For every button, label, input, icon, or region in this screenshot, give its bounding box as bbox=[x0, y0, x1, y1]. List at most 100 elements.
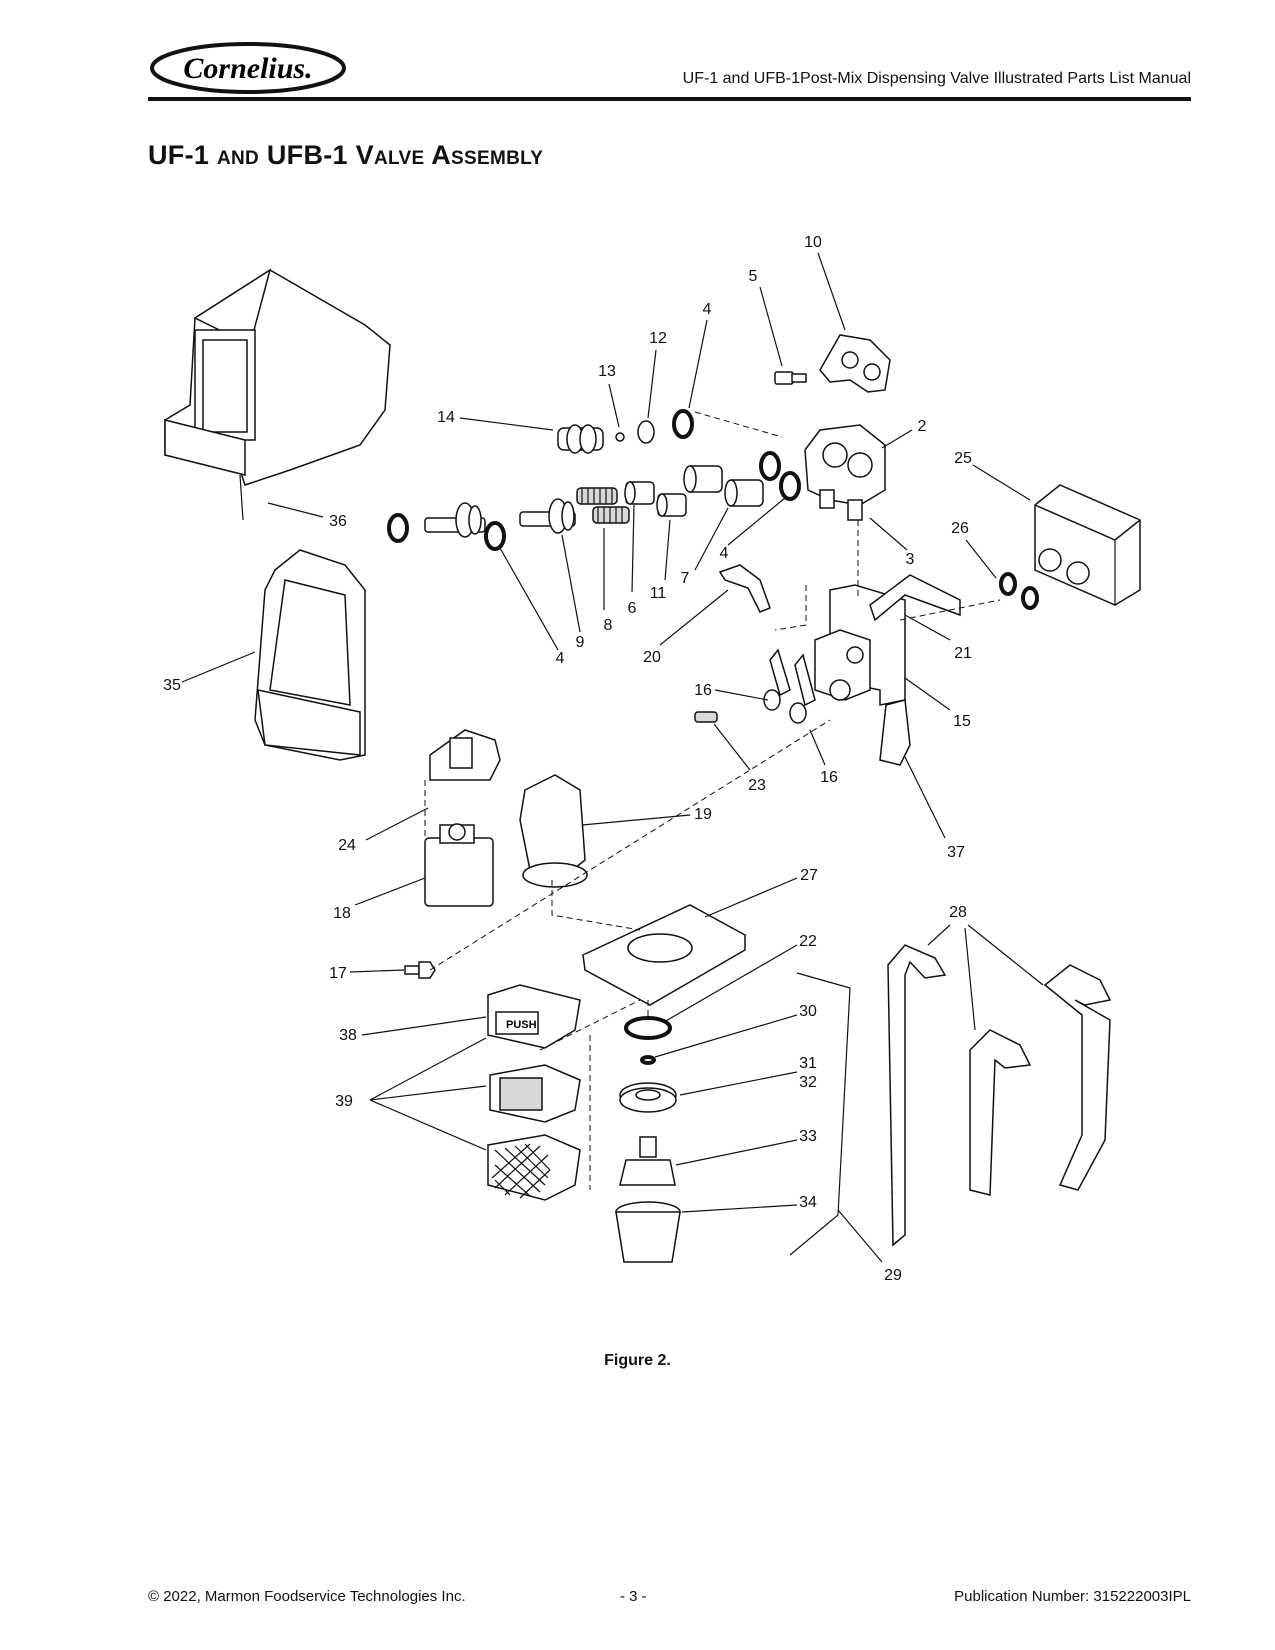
part-4-oring-r2 bbox=[779, 471, 801, 501]
footer-publication-number: Publication Number: 315222003IPL bbox=[954, 1588, 1191, 1605]
callout-34: 34 bbox=[799, 1194, 817, 1211]
part-35-front-panel bbox=[254, 549, 366, 761]
callout-9: 9 bbox=[576, 634, 585, 651]
part-39-panel-b bbox=[487, 1134, 581, 1201]
callout-27: 27 bbox=[800, 867, 818, 884]
part-6-sleeve bbox=[624, 481, 655, 505]
part-8-springs bbox=[576, 487, 630, 524]
assembly-line bbox=[899, 599, 1001, 621]
part-18-solenoid bbox=[424, 823, 494, 907]
part-28-lever-a bbox=[887, 944, 947, 1247]
callout-15: 15 bbox=[953, 713, 971, 730]
cornelius-logo: Cornelius. bbox=[148, 38, 353, 98]
callout-37: 37 bbox=[947, 844, 965, 861]
part-22-oring bbox=[624, 1016, 672, 1040]
part-27-tray bbox=[581, 904, 747, 1006]
callout-23: 23 bbox=[748, 777, 766, 794]
assembly-line bbox=[694, 411, 783, 438]
assembly-line bbox=[551, 880, 641, 931]
part-17-screw bbox=[404, 961, 436, 979]
part-4-oring-mid bbox=[484, 521, 506, 551]
callout-39: 39 bbox=[335, 1093, 353, 1110]
header-rule bbox=[148, 97, 1191, 101]
part-16-levers bbox=[763, 648, 816, 724]
part-36-cover bbox=[164, 268, 391, 521]
footer-page-number: - 3 - bbox=[620, 1588, 647, 1605]
part-34-nozzle bbox=[615, 1201, 681, 1263]
part-23-spring bbox=[694, 711, 718, 723]
callout-14: 14 bbox=[437, 409, 455, 426]
part-4-oring-left bbox=[387, 513, 409, 543]
callout-24: 24 bbox=[338, 837, 356, 854]
part-30-oring bbox=[640, 1055, 656, 1065]
callout-22: 22 bbox=[799, 933, 817, 950]
part-19-valve-base bbox=[519, 774, 588, 888]
part-24-solenoid-top bbox=[429, 729, 501, 781]
callout-26: 26 bbox=[951, 520, 969, 537]
part-13-ball bbox=[615, 432, 625, 442]
figure-caption: Figure 2. bbox=[604, 1352, 671, 1369]
callout-labels: 10 5 4 12 13 14 2 25 36 26 3 4 7 11 6 8 … bbox=[163, 234, 972, 1284]
part-shaft-left bbox=[424, 502, 486, 538]
part-25-block bbox=[1034, 484, 1141, 606]
part-26-oring-a bbox=[999, 572, 1017, 596]
callout-5: 5 bbox=[749, 268, 758, 285]
callout-10: 10 bbox=[804, 234, 822, 251]
callout-16-bottom: 16 bbox=[820, 769, 838, 786]
part-12-washer bbox=[637, 420, 655, 444]
part-26-oring-b bbox=[1021, 586, 1039, 610]
logo-text: Cornelius. bbox=[183, 52, 312, 85]
page-title: UF-1 and UFB-1 Valve Assembly bbox=[148, 140, 544, 170]
part-11-sleeve bbox=[656, 493, 687, 517]
callout-35: 35 bbox=[163, 677, 181, 694]
part-2-valve-body bbox=[804, 424, 886, 521]
callout-4-top: 4 bbox=[703, 301, 712, 318]
part-29-bracket bbox=[789, 972, 851, 1256]
part-4-oring-r1 bbox=[759, 451, 781, 481]
callout-33: 33 bbox=[799, 1128, 817, 1145]
callout-12: 12 bbox=[649, 330, 667, 347]
callout-36: 36 bbox=[329, 513, 347, 530]
callout-4-bottom: 4 bbox=[556, 650, 565, 667]
callout-29: 29 bbox=[884, 1267, 902, 1284]
callout-6: 6 bbox=[628, 600, 637, 617]
callout-17: 17 bbox=[329, 965, 347, 982]
callout-2: 2 bbox=[918, 418, 927, 435]
callout-20: 20 bbox=[643, 649, 661, 666]
callout-32: 32 bbox=[799, 1074, 817, 1091]
callout-11: 11 bbox=[650, 585, 667, 602]
part-38-push-panel: PUSH bbox=[487, 984, 581, 1049]
assembly-line bbox=[429, 719, 831, 971]
part-15-housing bbox=[814, 584, 906, 706]
part-31-32-diffuser bbox=[619, 1082, 677, 1113]
part-5-screw bbox=[774, 371, 807, 385]
callout-38: 38 bbox=[339, 1027, 357, 1044]
part-28-lever-c bbox=[1043, 964, 1112, 1191]
part-33-insert bbox=[619, 1136, 676, 1186]
callout-4-right: 4 bbox=[720, 545, 729, 562]
assembly-line bbox=[774, 585, 807, 631]
part-4-oring-top bbox=[672, 409, 694, 439]
part-21-bracket bbox=[869, 574, 961, 622]
part-39-panel-a bbox=[489, 1064, 581, 1123]
callout-16-top: 16 bbox=[694, 682, 712, 699]
leader-lines bbox=[181, 252, 1044, 1263]
callout-18: 18 bbox=[333, 905, 351, 922]
callout-21: 21 bbox=[954, 645, 972, 662]
assembly-line bbox=[539, 999, 641, 1051]
callout-25: 25 bbox=[954, 450, 972, 467]
callout-8: 8 bbox=[604, 617, 613, 634]
part-9-shaft bbox=[519, 498, 576, 534]
part-14-stem bbox=[557, 424, 604, 454]
part-37-clip bbox=[879, 699, 911, 766]
push-label: PUSH bbox=[506, 1019, 537, 1031]
part-7-sleeve bbox=[683, 465, 764, 507]
callout-19: 19 bbox=[694, 806, 712, 823]
header-title: UF-1 and UFB-1Post-Mix Dispensing Valve … bbox=[682, 70, 1191, 87]
callout-31: 31 bbox=[799, 1055, 817, 1072]
part-28-lever-b bbox=[969, 1029, 1032, 1196]
callout-30: 30 bbox=[799, 1003, 817, 1020]
footer-copyright: © 2022, Marmon Foodservice Technologies … bbox=[148, 1588, 466, 1605]
callout-28: 28 bbox=[949, 904, 967, 921]
